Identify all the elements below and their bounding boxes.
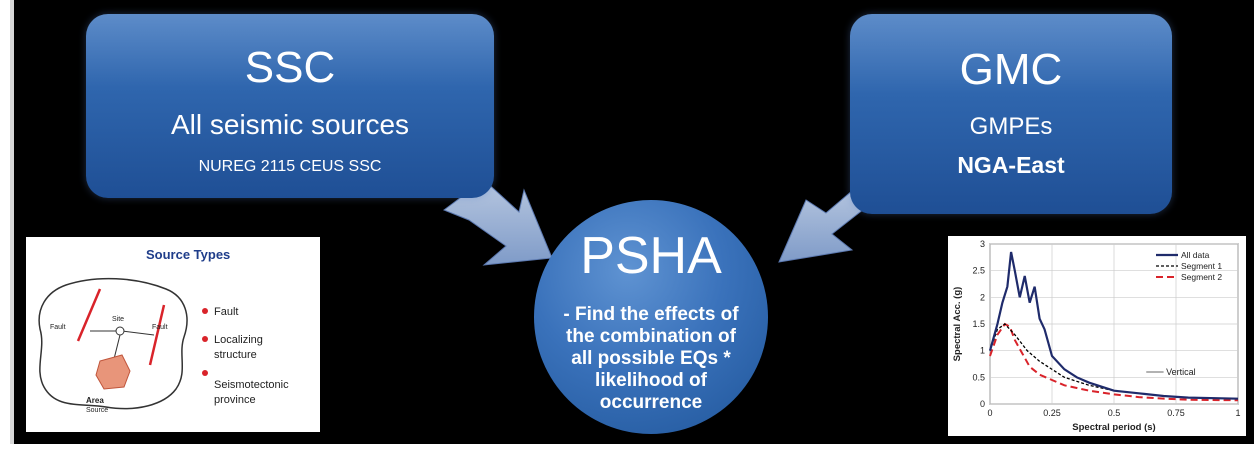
y-tick-label: 0 — [980, 399, 985, 409]
psha-line: the combination of — [566, 326, 736, 347]
source-types-diagram: Source Types Fault Fault Site Area Sourc… — [38, 247, 289, 414]
left-border — [10, 0, 14, 444]
ssc-box: SSC All seismic sources NUREG 2115 CEUS … — [86, 14, 494, 198]
fault-line-left — [76, 288, 102, 342]
series-line-segment-2 — [989, 322, 1239, 402]
ssc-note: NUREG 2115 CEUS SSC — [198, 158, 382, 175]
fault-line-right — [148, 304, 166, 366]
series-line-segment-1 — [989, 323, 1239, 400]
label-site: Site — [112, 316, 124, 323]
legend-bullet — [202, 308, 208, 314]
psha-circle: PSHA - Find the effects of the combinati… — [534, 200, 768, 434]
psha-line: - Find the effects of — [563, 304, 739, 325]
series-line-all-data — [988, 251, 1239, 400]
legend-fault: Fault — [214, 306, 238, 318]
legend-province: province — [214, 394, 256, 406]
y-tick-label: 3 — [980, 239, 985, 249]
legend-label: Segment 2 — [1181, 272, 1222, 282]
label-fault-left: Fault — [50, 324, 66, 331]
x-axis-label: Spectral period (s) — [1072, 422, 1155, 433]
legend-label: All data — [1181, 250, 1210, 260]
label-fault-right: Fault — [152, 324, 168, 331]
legend-localizing: Localizing — [214, 334, 263, 346]
area-source-polygon — [95, 354, 131, 390]
ssc-title: SSC — [244, 43, 336, 92]
psha-title: PSHA — [580, 227, 722, 285]
y-tick-label: 2.5 — [972, 266, 985, 276]
y-axis-label: Spectral Acc. (g) — [952, 287, 963, 362]
source-types-title: Source Types — [146, 247, 230, 262]
legend-bullet — [202, 336, 208, 342]
y-tick-label: 1.5 — [972, 319, 985, 329]
ssc-subtitle: All seismic sources — [170, 109, 410, 140]
psha-line: likelihood of — [595, 370, 707, 391]
annotation-vertical: Vertical — [1166, 367, 1196, 377]
psha-line: occurrence — [599, 392, 703, 413]
label-area: Area — [86, 396, 104, 405]
site-marker — [115, 326, 125, 336]
y-tick-label: 0.5 — [972, 372, 985, 382]
x-tick-label: 0 — [987, 408, 992, 418]
gmc-subtitle: GMPEs — [969, 113, 1053, 140]
legend-seismotectonic: Seismotectonic — [214, 379, 289, 391]
site-link — [113, 334, 121, 360]
source-types-panel: Source Types Fault Fault Site Area Sourc… — [26, 237, 320, 432]
psha-line: all possible EQs * — [571, 348, 731, 369]
legend-bullet — [202, 370, 208, 376]
gmc-title: GMC — [959, 45, 1063, 94]
x-tick-label: 0.25 — [1043, 408, 1061, 418]
site-link — [121, 330, 155, 336]
y-tick-label: 2 — [980, 292, 985, 302]
region-outline — [38, 277, 188, 410]
legend-structure: structure — [214, 349, 257, 361]
legend-label: Segment 1 — [1181, 261, 1222, 271]
x-tick-label: 1 — [1235, 408, 1240, 418]
gmc-note: NGA-East — [957, 152, 1065, 178]
label-source: Source — [86, 407, 108, 414]
x-tick-label: 0.5 — [1108, 408, 1121, 418]
gmc-box: GMC GMPEs NGA-East — [850, 14, 1172, 214]
psha-description: - Find the effects of the combination of… — [534, 304, 768, 414]
y-tick-label: 1 — [980, 346, 985, 356]
slide: SSC All seismic sources NUREG 2115 CEUS … — [14, 0, 1254, 444]
x-tick-label: 0.75 — [1167, 408, 1185, 418]
